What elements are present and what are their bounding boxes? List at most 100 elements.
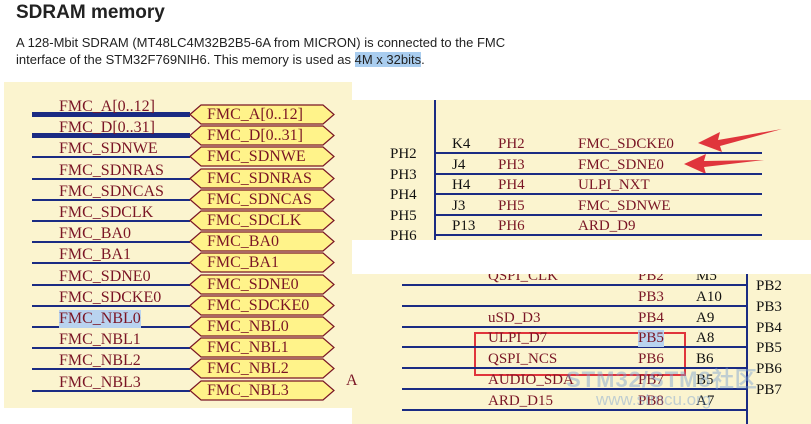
description-line1: A 128-Mbit SDRAM (MT48LC4M32B2B5-6A from… [16, 35, 506, 50]
highlight-box [474, 332, 686, 376]
pin-name: PB7 [638, 372, 664, 388]
net-wire [32, 347, 190, 350]
net-flag: FMC_BA0 [189, 231, 335, 252]
highlighted-text: 4M x 32bits [354, 52, 422, 67]
port-b-label: PB4 [756, 319, 782, 336]
net-label: FMC_A[0..12] [59, 98, 156, 115]
net-label: FMC_SDNCAS [59, 182, 164, 200]
net-flag: FMC_NBL0 [189, 316, 335, 337]
ball-number: A7 [696, 392, 715, 409]
net-wire [32, 241, 190, 244]
ball-number: B5 [696, 372, 714, 388]
net-flag-label: FMC_SDNE0 [207, 275, 299, 293]
net-flag-label: FMC_NBL3 [207, 381, 289, 399]
port-h-label: PH3 [390, 166, 417, 183]
watermark-title: STM32/STM8社区 [566, 367, 758, 392]
net-flag-label: FMC_SDCLK [207, 212, 302, 229]
bus-wire [32, 133, 190, 139]
pin-function: QSPI_CLK [488, 274, 559, 284]
ball-number: H4 [452, 177, 471, 193]
pin-function: ARD_D15 [488, 392, 554, 409]
net-label: FMC_BA1 [59, 246, 132, 264]
pin-function: AUDIO_SDA [488, 372, 574, 388]
net-flag-label: FMC_NBL2 [207, 360, 289, 378]
net-label: FMC_BA0 [59, 225, 132, 243]
page-title: SDRAM memory [16, 2, 165, 23]
net-label: FMC_SDNWE [59, 140, 158, 158]
net-wire [32, 156, 190, 159]
net-flag: FMC_SDNE0 [189, 273, 335, 295]
net-flag: FMC_NBL3 [189, 379, 335, 401]
pin-wire [402, 367, 746, 370]
net-flag-label: FMC_SDCKE0 [207, 296, 310, 314]
ball-number: J3 [452, 197, 466, 214]
net-flag: FMC_NBL2 [189, 358, 335, 379]
description-line2: interface of the STM32F769NIH6. This mem… [16, 52, 355, 67]
callout-arrow-icon [684, 154, 764, 174]
net-label: FMC_NBL0 [59, 310, 141, 328]
pin-wire [436, 234, 762, 236]
pin-name: PH2 [498, 136, 525, 152]
net-wire [32, 198, 190, 201]
callout-arrow-icon [698, 129, 782, 152]
description-line2-end: . [421, 52, 425, 67]
net-label: FMC_NBL3 [59, 373, 141, 391]
net-flag-label: FMC_A[0..12] [207, 106, 304, 123]
net-flag-label: FMC_NBL0 [207, 318, 289, 335]
net-wire [32, 220, 190, 222]
pin-wire [402, 284, 746, 286]
pin-name: PH5 [498, 197, 525, 214]
net-flag: FMC_D[0..31] [189, 125, 335, 146]
pin-wire [402, 346, 746, 349]
pin-function: ULPI_D7 [488, 330, 548, 347]
ball-number: B6 [696, 351, 714, 368]
pin-wire [402, 408, 746, 411]
pin-name: PH6 [498, 218, 525, 234]
net-flag: FMC_SDNWE [189, 146, 335, 167]
bus-wire [32, 112, 190, 117]
net-label: FMC_SDNRAS [59, 161, 164, 179]
net-wire [32, 262, 190, 265]
pin-name: PB5 [638, 330, 664, 348]
port-edge-line [746, 274, 748, 424]
net-label: FMC_NBL1 [59, 331, 141, 349]
net-wire [32, 304, 190, 307]
net-flag: FMC_NBL1 [189, 337, 335, 358]
ball-number: J4 [452, 156, 466, 173]
port-h-label: PH6 [390, 228, 417, 240]
net-flag: FMC_SDNCAS [189, 189, 335, 210]
ball-number: A10 [696, 288, 722, 305]
net-flag-label: FMC_NBL1 [207, 339, 289, 357]
net-wire [32, 177, 190, 180]
port-b-label: PB5 [756, 340, 782, 357]
pin-function: ARD_D9 [578, 218, 636, 234]
net-label: FMC_SDNE0 [59, 267, 151, 285]
net-flag: FMC_BA1 [189, 252, 335, 273]
net-flag-label: FMC_SDNRAS [207, 169, 312, 187]
net-flag-label: FMC_SDNCAS [207, 190, 312, 208]
ball-number: A9 [696, 309, 715, 326]
net-label: FMC_NBL2 [59, 352, 141, 370]
ball-number: K4 [452, 136, 471, 152]
pin-name: PB8 [638, 392, 664, 409]
net-label: FMC_SDCKE0 [59, 288, 162, 306]
net-flag-label: FMC_BA0 [207, 233, 280, 251]
description-text: A 128-Mbit SDRAM (MT48LC4M32B2B5-6A from… [16, 34, 576, 68]
net-wire [32, 283, 190, 286]
watermark-url: www.stmcu.org [596, 390, 712, 409]
pin-wire [436, 213, 762, 216]
pin-name: PH4 [498, 177, 525, 193]
port-h-label: PH4 [390, 187, 417, 203]
pin-name: PB6 [638, 351, 664, 368]
pin-name: PH3 [498, 156, 525, 173]
pin-function: FMC_SDCKE0 [578, 136, 674, 152]
net-flag: FMC_SDCKE0 [189, 295, 335, 316]
ball-number: M5 [696, 274, 717, 284]
pin-function: QSPI_NCS [488, 351, 558, 368]
net-flag: FMC_SDCLK [189, 210, 335, 231]
port-h-label: PH2 [390, 146, 417, 162]
pin-wire [436, 193, 762, 195]
pin-function: uSD_D3 [488, 309, 541, 326]
port-b-label: PB2 [756, 278, 782, 294]
